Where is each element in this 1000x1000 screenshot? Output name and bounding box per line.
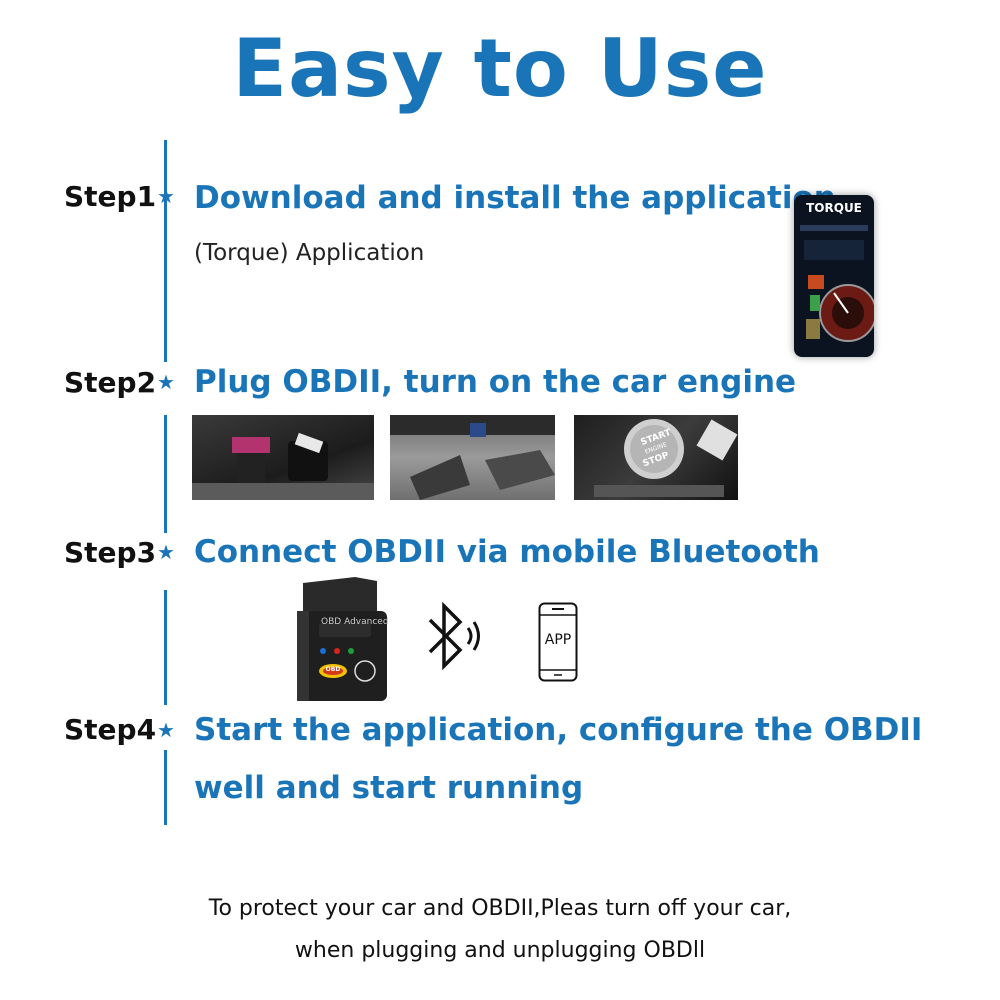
device-brand: OBD Advanced <box>321 617 389 627</box>
torque-gauge-graphic <box>800 225 874 342</box>
pedals-photo <box>390 415 555 500</box>
step1-label: Step1 <box>64 180 157 213</box>
star-icon: ★ <box>157 370 175 394</box>
torque-app-name: TORQUE <box>806 201 862 215</box>
step1-subtext: (Torque) Application <box>194 240 425 266</box>
obd-port-photo <box>192 415 374 500</box>
step4-heading-line1: Start the application, configure the OBD… <box>194 712 923 748</box>
device-logo: OBD <box>325 666 341 673</box>
safety-note-line1: To protect your car and OBDII,Pleas turn… <box>208 896 792 921</box>
star-icon: ★ <box>157 540 175 564</box>
timeline-line <box>164 590 167 705</box>
timeline-line <box>164 415 167 533</box>
step1-heading: Download and install the application <box>194 180 836 216</box>
timeline-line <box>164 140 167 362</box>
safety-note-line2: when plugging and unplugging OBDll <box>294 938 706 963</box>
timeline-line <box>164 750 167 825</box>
step2-heading: Plug OBDII, turn on the car engine <box>194 364 797 400</box>
obd-device-image: OBD Advanced OBD <box>285 575 395 705</box>
star-icon: ★ <box>157 184 175 208</box>
phone-icon: APP <box>538 602 578 682</box>
bluetooth-icon <box>424 600 484 672</box>
device-brand-text: OBD <box>321 617 342 627</box>
start-button-photo: START ENGINE STOP <box>574 415 738 500</box>
step3-label: Step3 <box>64 536 157 569</box>
phone-app-label: APP <box>544 632 572 648</box>
page-title: Easy to Use <box>232 22 768 115</box>
step2-label: Step2 <box>64 366 157 399</box>
step3-heading: Connect OBDII via mobile Bluetooth <box>194 534 820 570</box>
step4-label: Step4 <box>64 713 157 746</box>
device-model-text: Advanced <box>344 617 389 627</box>
torque-app-image: TORQUE <box>794 195 874 357</box>
star-icon: ★ <box>157 718 175 742</box>
step4-heading-line2: well and start running <box>194 770 584 806</box>
